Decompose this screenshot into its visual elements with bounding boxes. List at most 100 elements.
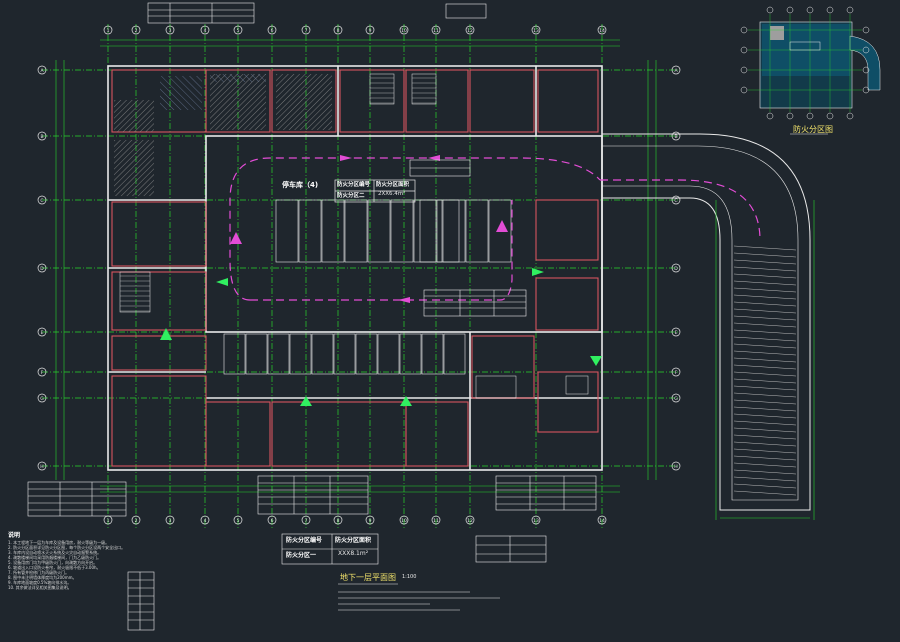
axis-number: 7 bbox=[305, 28, 308, 34]
stair-treads bbox=[120, 77, 436, 312]
fire-zone-table bbox=[334, 179, 416, 203]
stairs bbox=[119, 73, 589, 399]
parking-stall bbox=[442, 199, 466, 263]
note-line: 3. 车库内设自动喷水灭火系统及火灾自动报警系统。 bbox=[8, 550, 102, 555]
axis-number: 3 bbox=[169, 518, 172, 524]
axis-bubble bbox=[597, 515, 607, 525]
axis-bubble bbox=[671, 327, 681, 337]
axis-bubble bbox=[267, 515, 277, 525]
axis-letter: D bbox=[674, 266, 678, 272]
axis-bubble bbox=[671, 263, 681, 273]
axis-number: 4 bbox=[204, 28, 207, 34]
axis-bubble bbox=[165, 515, 175, 525]
axis-bubble bbox=[531, 25, 541, 35]
axis-number: 9 bbox=[369, 518, 372, 524]
parking-area-label: 停车库（4) bbox=[282, 181, 319, 189]
parking-stall bbox=[311, 333, 334, 375]
parking-stall bbox=[298, 199, 322, 263]
axis-bubble bbox=[267, 25, 277, 35]
axis-letter: G bbox=[40, 396, 44, 402]
note-line: 6. 坡道出入口设防火卷帘，耐火极限不低于3.00h。 bbox=[8, 565, 101, 570]
fire-zone-name: 防火分区二 bbox=[337, 193, 365, 199]
axis-bubble bbox=[131, 25, 141, 35]
axis-number: 14 bbox=[599, 518, 605, 524]
fire-zone-header-number: 防火分区编号 bbox=[337, 182, 371, 188]
axis-number: 11 bbox=[433, 518, 439, 524]
axis-bubble bbox=[431, 515, 441, 525]
note-line: 5. 设备用房门均为甲级防火门，向疏散方向开启。 bbox=[8, 560, 98, 565]
axis-letter: E bbox=[41, 330, 44, 336]
note-line: 2. 防火分区面积详见防火分区图，每个防火分区设两个安全出口。 bbox=[8, 545, 126, 550]
axis-bubble bbox=[671, 131, 681, 141]
axis-number: 8 bbox=[337, 28, 340, 34]
parking-stall bbox=[465, 199, 489, 263]
ramp-dims bbox=[715, 200, 815, 520]
parking-stall bbox=[321, 199, 345, 263]
axis-letter: H bbox=[40, 464, 43, 470]
axis-bubble bbox=[671, 393, 681, 403]
axis-letter: H bbox=[674, 464, 677, 470]
legend-table bbox=[127, 571, 155, 631]
axis-letter: G bbox=[674, 396, 678, 402]
axis-bubble bbox=[597, 25, 607, 35]
axis-number: 6 bbox=[271, 28, 274, 34]
plan-scale: 1:100 bbox=[402, 574, 417, 580]
parking-stall bbox=[267, 333, 290, 375]
axis-number: 5 bbox=[237, 28, 240, 34]
parking-stall bbox=[419, 199, 443, 263]
fire-zone-area: 2XX6.4m² bbox=[378, 191, 406, 197]
axis-letter: B bbox=[674, 134, 677, 140]
axis-bubble bbox=[671, 461, 681, 471]
axis-letter: D bbox=[40, 266, 44, 272]
note-line: 10. 其余做法详见相关图集及说明。 bbox=[8, 585, 72, 590]
parking-stall bbox=[223, 333, 246, 375]
axis-bubble bbox=[333, 25, 343, 35]
area-tables bbox=[27, 475, 597, 565]
axis-bubble bbox=[103, 25, 113, 35]
exit-arrows bbox=[160, 268, 602, 406]
axis-bubble bbox=[671, 65, 681, 75]
axis-letter: C bbox=[40, 198, 43, 204]
axis-number: 14 bbox=[599, 28, 605, 34]
dimension-lines bbox=[55, 39, 657, 493]
note-line: 1. 本工程地下一层为车库及设备用房，耐火等级为一级。 bbox=[8, 540, 110, 545]
parking-stall bbox=[488, 199, 512, 263]
axis-number: 6 bbox=[271, 518, 274, 524]
parking-stall bbox=[399, 333, 422, 375]
axis-bubble bbox=[301, 25, 311, 35]
fire-zone-header-area: 防火分区面积 bbox=[376, 182, 410, 188]
axis-bubble bbox=[399, 25, 409, 35]
axis-bubble bbox=[465, 515, 475, 525]
axis-letter: C bbox=[674, 198, 677, 204]
axis-bubble bbox=[671, 195, 681, 205]
axis-bubble bbox=[37, 65, 47, 75]
axis-bubble bbox=[200, 25, 210, 35]
parking-stall bbox=[443, 333, 466, 375]
axis-number: 11 bbox=[433, 28, 439, 34]
parking-stall bbox=[333, 333, 356, 375]
axis-letter: A bbox=[674, 68, 678, 74]
bottom-zone-header-area: 防火分区面积 bbox=[335, 537, 372, 544]
axis-letter: B bbox=[40, 134, 43, 140]
note-line: 4. 疏散楼梯间均采用防烟楼梯间，门为乙级防火门。 bbox=[8, 555, 102, 560]
axis-bubble bbox=[333, 515, 343, 525]
note-line: 8. 图中未注明墙体厚度均为200mm。 bbox=[8, 575, 77, 580]
axis-number: 2 bbox=[135, 518, 138, 524]
axis-number: 12 bbox=[467, 28, 473, 34]
axis-number: 13 bbox=[533, 28, 539, 34]
axis-bubble bbox=[399, 515, 409, 525]
axis-number: 1 bbox=[107, 518, 110, 524]
axis-number: 2 bbox=[135, 28, 138, 34]
axis-number: 12 bbox=[467, 518, 473, 524]
bottom-zone-area: XXX8.1m² bbox=[338, 550, 369, 557]
axis-letter: F bbox=[41, 370, 44, 376]
parking-stall bbox=[275, 199, 299, 263]
parking-stall bbox=[421, 333, 444, 375]
axis-number: 10 bbox=[401, 518, 407, 524]
axis-bubble bbox=[131, 515, 141, 525]
axis-bubble bbox=[531, 515, 541, 525]
axis-number: 9 bbox=[369, 28, 372, 34]
notes-heading: 说明 bbox=[8, 532, 21, 539]
